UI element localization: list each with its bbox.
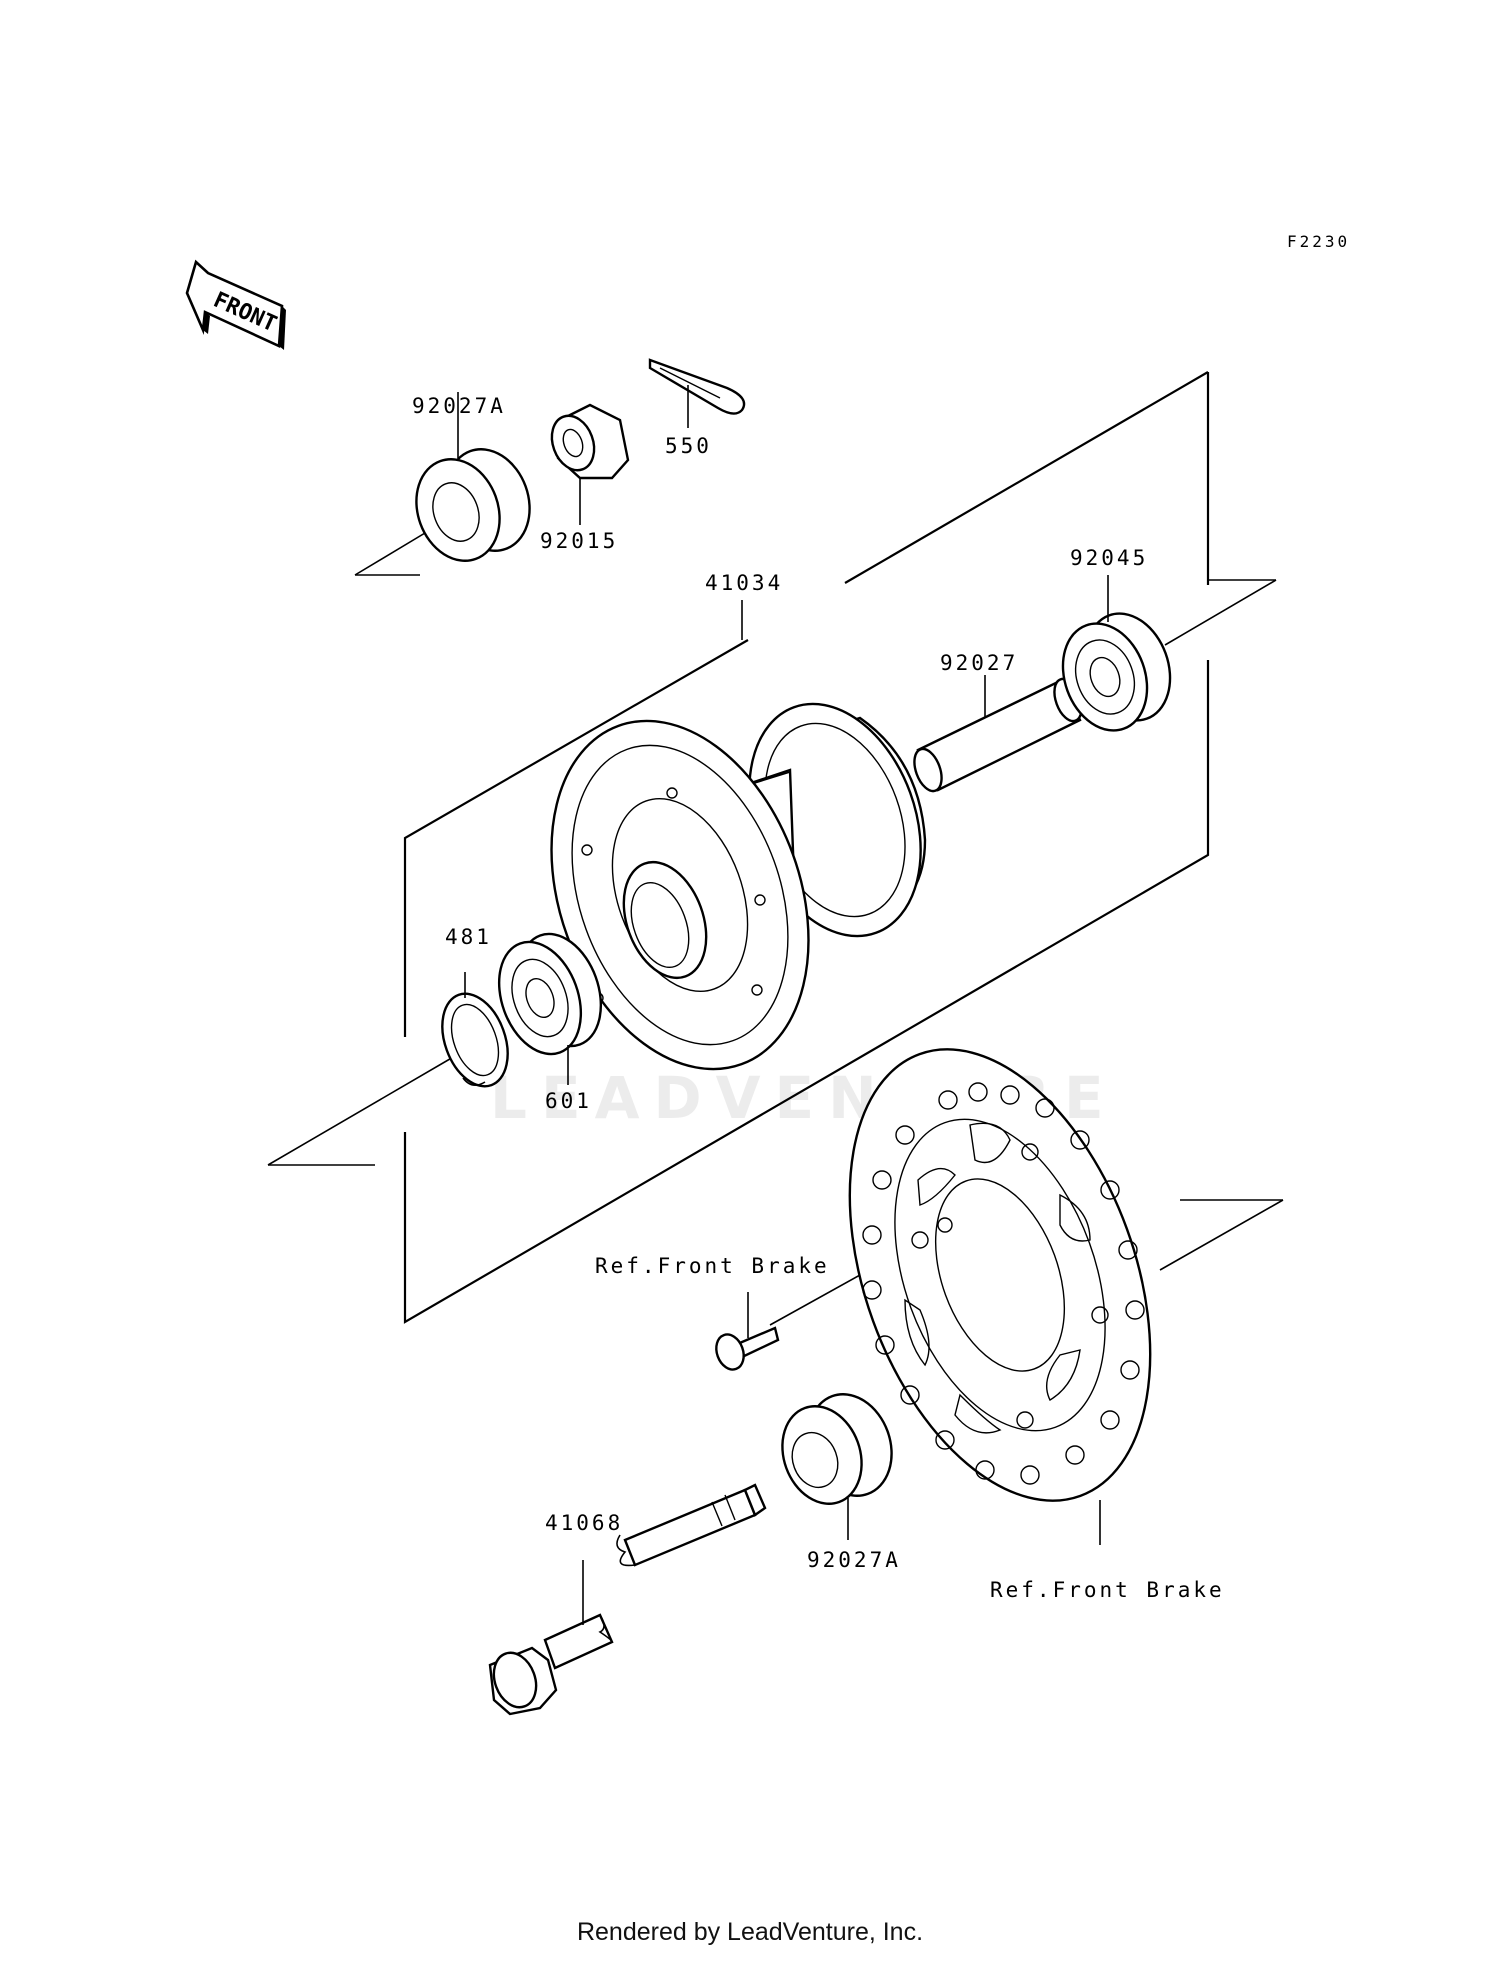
bearing-92045 <box>1061 575 1172 732</box>
label-92015: 92015 <box>540 529 618 553</box>
bearing-601 <box>497 932 603 1085</box>
disc-screw <box>715 1292 780 1371</box>
nut-92015 <box>550 403 630 525</box>
brake-disc <box>848 1048 1152 1545</box>
label-481: 481 <box>445 925 492 949</box>
axle-41068 <box>488 1483 767 1716</box>
spacer-92027 <box>913 675 1083 793</box>
label-550: 550 <box>665 434 712 458</box>
diagram-code: F2230 <box>1287 232 1350 251</box>
footer-rendered-by: Rendered by LeadVenture, Inc. <box>576 1918 924 1946</box>
collar-92027A-top <box>415 392 531 562</box>
label-92027: 92027 <box>940 651 1018 675</box>
label-92027A-bottom: 92027A <box>807 1548 901 1572</box>
circlip-481 <box>441 972 509 1088</box>
label-92045: 92045 <box>1070 546 1148 570</box>
cotter-pin-550 <box>648 358 746 428</box>
label-41068: 41068 <box>545 1511 623 1535</box>
front-arrow-icon: FRONT <box>185 259 286 350</box>
collar-92027A-bottom <box>781 1393 893 1540</box>
hub-41034 <box>550 600 927 1071</box>
label-41034: 41034 <box>705 571 783 595</box>
label-601: 601 <box>545 1089 592 1113</box>
label-92027A-top: 92027A <box>412 394 506 418</box>
hub-assembly-frame <box>403 371 1210 1324</box>
label-ref-front-brake-screw: Ref.Front Brake <box>595 1254 830 1278</box>
label-ref-front-brake-disc: Ref.Front Brake <box>990 1578 1225 1602</box>
